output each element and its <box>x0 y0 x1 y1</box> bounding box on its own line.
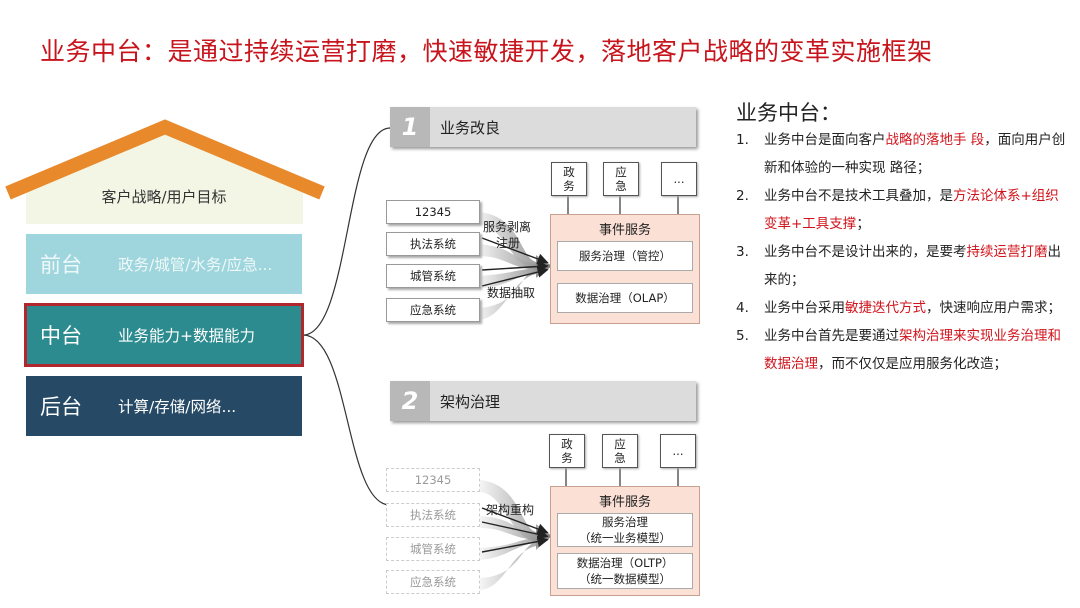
source-system: 城管系统 <box>386 264 480 288</box>
section2-number: 2 <box>390 381 430 421</box>
roof-shape <box>5 119 325 224</box>
source-system-faded: 城管系统 <box>386 537 480 561</box>
arrow-label: 数据抽取 <box>487 286 536 300</box>
layer-desc: 政务/城管/水务/应急... <box>118 256 273 274</box>
source-system: 12345 <box>386 200 480 224</box>
top-box-more: ... <box>661 162 697 196</box>
list-item: 4. 业务中台采用敏捷迭代方式，快速响应用户需求； <box>736 294 1066 322</box>
event-service-panel: 事件服务 服务治理 （统一业务模型） 数据治理（OLTP） （统一数据模型） <box>550 486 700 596</box>
arrow-label: 架构重构 <box>486 503 535 517</box>
panel-title: 事件服务 <box>598 495 651 510</box>
source-system-faded: 执法系统 <box>386 503 480 527</box>
list-text: 业务中台不是技术工具叠加，是方法论体系+组织变革+工具支撑； <box>764 188 1059 232</box>
section1-header: 1 业务改良 <box>390 107 696 147</box>
list-number: 5. <box>736 328 749 344</box>
layer-back: 后台 计算/存储/网络... <box>26 376 302 436</box>
top-box-more: ... <box>660 434 696 468</box>
list-number: 2. <box>736 188 749 204</box>
source-system: 执法系统 <box>386 232 480 256</box>
source-system-faded: 12345 <box>386 468 480 492</box>
list-text: 业务中台不是设计出来的，是要考持续运营打磨出来的； <box>764 244 1061 288</box>
data-governance: 数据治理（OLTP） （统一数据模型） <box>557 553 693 589</box>
section2-title: 架构治理 <box>440 392 501 411</box>
top-box-zhengwu: 政务 <box>551 162 587 196</box>
section1-number: 1 <box>390 107 430 147</box>
data-governance: 数据治理（OLAP） <box>557 283 693 313</box>
arrow-label: 注册 <box>496 236 521 250</box>
list-number: 1. <box>736 132 749 148</box>
source-system-faded: 应急系统 <box>386 570 480 594</box>
top-box-zhengwu: 政务 <box>549 434 585 468</box>
event-service-panel: 事件服务 服务治理（管控） 数据治理（OLAP） <box>550 214 700 324</box>
section1-title: 业务改良 <box>440 118 501 137</box>
list-item: 3. 业务中台不是设计出来的，是要考持续运营打磨出来的； <box>736 238 1066 294</box>
top-box-yingji: 应急 <box>602 434 638 468</box>
layer-front: 前台 政务/城管/水务/应急... <box>26 234 302 294</box>
service-governance: 服务治理（管控） <box>557 241 693 271</box>
right-title: 业务中台： <box>736 101 841 125</box>
layer-name: 中台 <box>40 324 82 348</box>
list-text: 业务中台是面向客户战略的落地手 段，面向用户创新和体验的一种实现 路径； <box>764 132 1066 176</box>
list-number: 3. <box>736 244 749 260</box>
source-system: 应急系统 <box>386 298 480 322</box>
right-list: 1. 业务中台是面向客户战略的落地手 段，面向用户创新和体验的一种实现 路径； 2.… <box>736 126 1066 378</box>
layer-middle: 中台 业务能力+数据能力 <box>24 303 304 367</box>
list-text: 业务中台采用敏捷迭代方式，快速响应用户需求； <box>764 300 1061 316</box>
arrow-label: 服务剥离 <box>483 220 532 234</box>
layer-desc: 计算/存储/网络... <box>118 398 237 416</box>
page-title: 业务中台：是通过持续运营打磨，快速敏捷开发，落地客户战略的变革实施框架 <box>40 37 933 66</box>
panel-title: 事件服务 <box>598 223 651 238</box>
list-item: 5. 业务中台首先是要通过架构治理来实现业务治理和数据治理，而不仅仅是应用服务化改… <box>736 322 1066 378</box>
list-item: 1. 业务中台是面向客户战略的落地手 段，面向用户创新和体验的一种实现 路径； <box>736 126 1066 182</box>
list-text: 业务中台首先是要通过架构治理来实现业务治理和数据治理，而不仅仅是应用服务化改造； <box>764 328 1061 372</box>
service-governance: 服务治理 （统一业务模型） <box>557 513 693 547</box>
top-box-yingji: 应急 <box>603 162 639 196</box>
layer-name: 后台 <box>40 395 82 419</box>
roof-label: 客户战略/用户目标 <box>101 188 227 206</box>
list-number: 4. <box>736 300 749 316</box>
layer-desc: 业务能力+数据能力 <box>118 327 255 345</box>
section2-header: 2 架构治理 <box>390 381 696 421</box>
list-item: 2. 业务中台不是技术工具叠加，是方法论体系+组织变革+工具支撑； <box>736 182 1066 238</box>
layer-name: 前台 <box>40 253 82 277</box>
